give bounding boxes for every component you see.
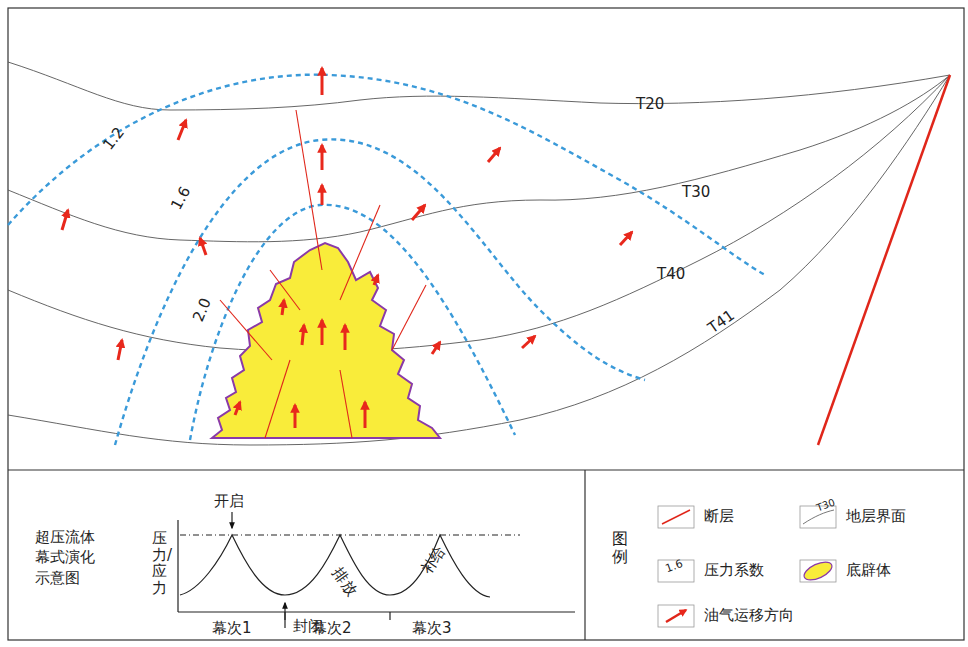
- label: 幕次2: [312, 620, 352, 637]
- legend-text: 地层界面: [846, 508, 906, 525]
- migration-arrow: [522, 336, 535, 348]
- legend-text: 压力系数: [704, 562, 764, 579]
- label: 幕次1: [212, 620, 252, 637]
- label: 幕次3: [412, 620, 452, 637]
- label: 1.6: [168, 184, 194, 213]
- label: 超压流体幕式演化示意图: [35, 527, 103, 588]
- label: 开启: [214, 493, 244, 510]
- label: T41: [705, 307, 738, 337]
- label: 图例: [612, 530, 628, 565]
- migration-arrow: [118, 340, 122, 360]
- migration-arrow: [62, 210, 68, 230]
- migration-arrow: [321, 320, 324, 345]
- migration-arrow: [321, 145, 324, 170]
- migration-arrow: [374, 275, 378, 285]
- migration-arrow: [488, 148, 500, 162]
- migration-arrow: [235, 402, 240, 415]
- migration-arrow: [344, 325, 347, 350]
- migration-arrow: [178, 120, 186, 140]
- label: T30: [815, 497, 836, 514]
- label: 1.6: [664, 558, 685, 575]
- migration-arrow: [321, 68, 324, 95]
- migration-arrow: [620, 232, 632, 245]
- label: T40: [657, 266, 685, 283]
- label: 1.2: [100, 124, 128, 153]
- migration-arrow: [282, 300, 284, 315]
- migration-arrow: [412, 205, 425, 220]
- migration-arrow: [200, 238, 206, 255]
- label: 排放: [329, 565, 360, 599]
- legend-text: 底辟体: [846, 562, 891, 579]
- label: T20: [636, 96, 664, 113]
- label: 补给: [418, 543, 449, 577]
- migration-arrow: [302, 325, 304, 345]
- label: T30: [682, 184, 710, 201]
- migration-arrow: [321, 185, 324, 205]
- label: 2.0: [190, 296, 214, 324]
- migration-arrow: [294, 405, 297, 428]
- migration-arrow: [432, 342, 440, 354]
- legend-text: 断层: [704, 508, 734, 525]
- legend-text: 油气运移方向: [704, 607, 794, 624]
- migration-arrow: [364, 402, 367, 428]
- label: 压力/应力: [152, 530, 167, 596]
